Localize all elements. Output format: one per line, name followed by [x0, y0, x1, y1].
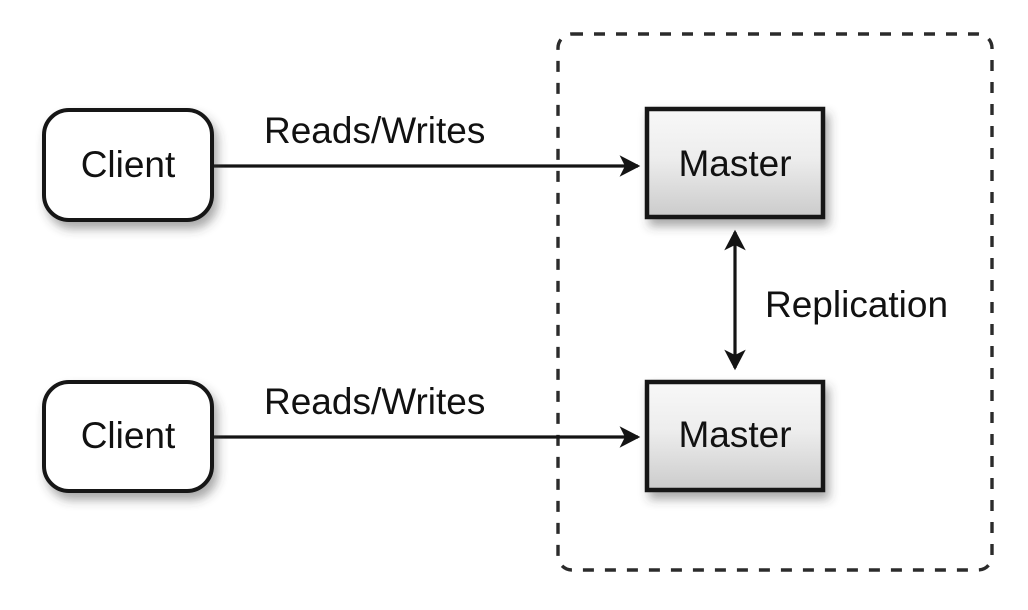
edge-label-reads-writes-bottom: Reads/Writes [264, 381, 485, 422]
client-bottom-label: Client [81, 415, 176, 456]
cluster-boundary [556, 32, 994, 572]
node-master-top[interactable] [644, 106, 826, 220]
edge-label-replication: Replication [765, 284, 948, 325]
master-top-shape [644, 106, 826, 220]
master-bottom-shape [644, 379, 826, 493]
node-client-bottom[interactable] [42, 380, 214, 493]
node-client-top[interactable] [42, 108, 214, 222]
client-top-shape [42, 108, 214, 222]
client-top-label: Client [81, 144, 176, 185]
master-bottom-label: Master [678, 414, 791, 455]
master-top-label: Master [678, 143, 791, 184]
node-master-bottom[interactable] [644, 379, 826, 493]
client-bottom-shape [42, 380, 214, 493]
edge-label-reads-writes-top: Reads/Writes [264, 110, 485, 151]
